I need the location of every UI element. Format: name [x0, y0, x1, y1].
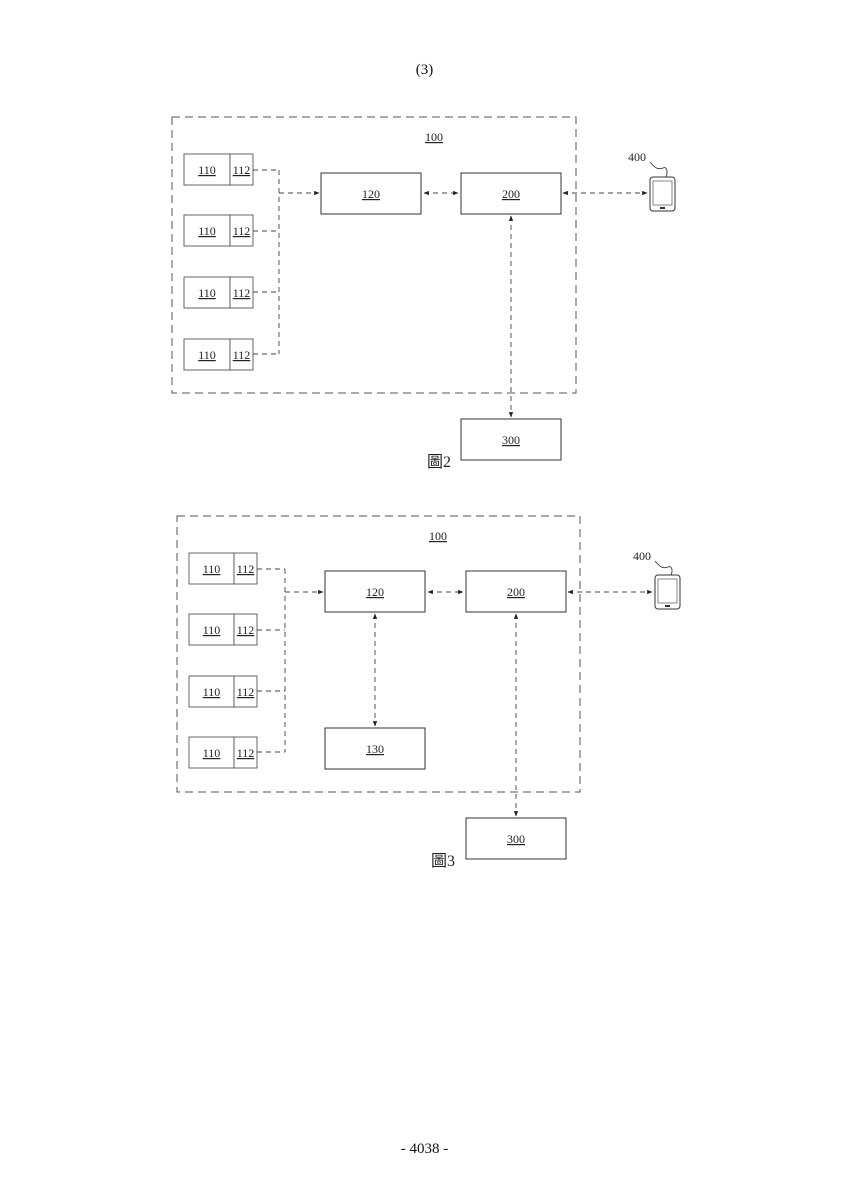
- controller-label: 120: [362, 187, 380, 201]
- figure-caption: 圖2: [427, 454, 451, 471]
- sensor-unit: 110 112: [189, 553, 257, 584]
- sensor-bus-lines: [253, 170, 279, 354]
- sensor-label: 110: [198, 224, 216, 238]
- sensor-unit: 110 112: [189, 676, 257, 707]
- sensor-unit: 110 112: [189, 737, 257, 768]
- sensor-module-label: 112: [237, 746, 255, 760]
- device-leader-line: [650, 162, 667, 177]
- controller-label: 120: [366, 585, 384, 599]
- sensor-unit: 110 112: [189, 614, 257, 645]
- sensor-unit: 110 112: [184, 215, 253, 246]
- figure-2: 100 110 112 110 112 110 112 110 112 120 …: [0, 0, 849, 500]
- sensor-label: 110: [203, 685, 221, 699]
- sensor-unit: 110 112: [184, 277, 253, 308]
- sensor-module-label: 112: [233, 286, 251, 300]
- sensor-label: 110: [198, 163, 216, 177]
- sensor-label: 110: [203, 623, 221, 637]
- tablet-icon: [655, 575, 680, 609]
- cloud-label: 300: [502, 433, 520, 447]
- server-label: 200: [502, 187, 520, 201]
- sensor-unit: 110 112: [184, 154, 253, 185]
- sensor-label: 110: [203, 746, 221, 760]
- storage-label: 130: [366, 742, 384, 756]
- figure-caption: 圖3: [431, 853, 455, 870]
- sensor-module-label: 112: [233, 163, 251, 177]
- sensor-module-label: 112: [233, 224, 251, 238]
- device-label: 400: [633, 549, 651, 563]
- sensor-bus-lines: [257, 569, 285, 752]
- device-leader-line: [655, 561, 672, 575]
- sensor-unit: 110 112: [184, 339, 253, 370]
- sensor-module-label: 112: [237, 562, 255, 576]
- cloud-label: 300: [507, 832, 525, 846]
- page-footer: - 4038 -: [0, 1141, 849, 1158]
- sensor-label: 110: [198, 348, 216, 362]
- device-label: 400: [628, 150, 646, 164]
- sensor-module-label: 112: [237, 623, 255, 637]
- system-label: 100: [429, 529, 447, 543]
- sensor-label: 110: [203, 562, 221, 576]
- server-label: 200: [507, 585, 525, 599]
- tablet-icon: [650, 177, 675, 211]
- sensor-label: 110: [198, 286, 216, 300]
- sensor-module-label: 112: [233, 348, 251, 362]
- system-label: 100: [425, 130, 443, 144]
- figure-3: 100 110 112 110 112 110 112 110 112 120 …: [0, 500, 849, 900]
- sensor-module-label: 112: [237, 685, 255, 699]
